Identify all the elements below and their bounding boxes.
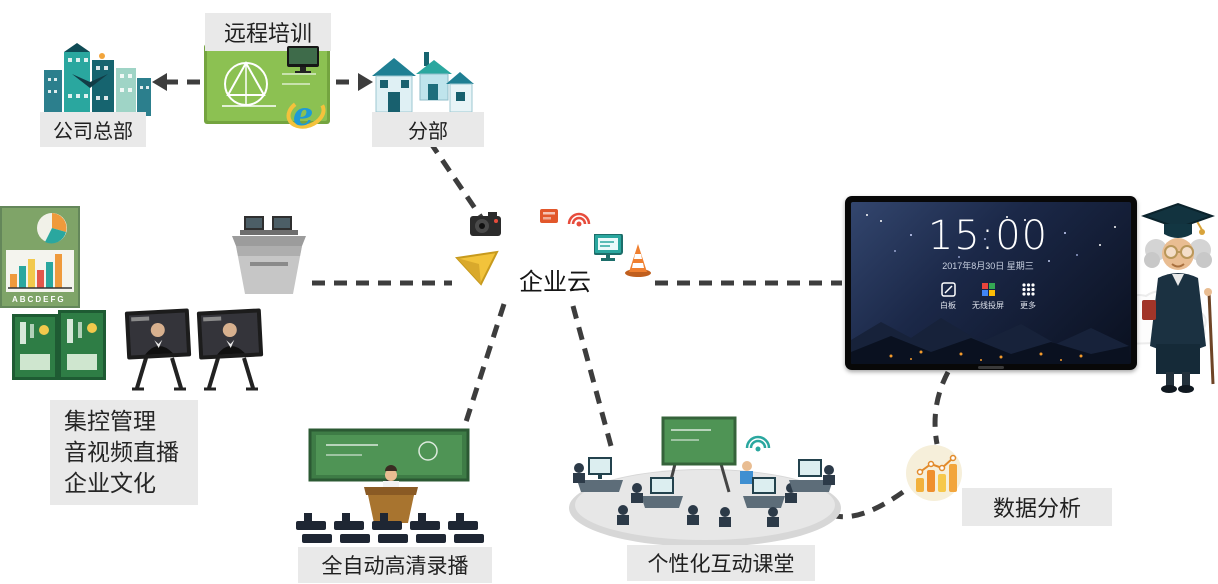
display-clock: 15:00 <box>927 213 1049 259</box>
more-apps-icon <box>1021 283 1035 296</box>
graduate-professor-icon <box>1136 194 1218 396</box>
internet-explorer-icon: e <box>285 92 327 134</box>
shortcut-label: 白板 <box>940 301 956 310</box>
shortcut-label: 更多 <box>1020 301 1036 310</box>
display-clock-cluster: 15:00 2017年8月30日 星期三 白板 <box>903 216 1073 311</box>
screenshare-icon <box>981 283 995 296</box>
remote-training-label: 远程培训 <box>205 13 331 51</box>
poster-caption: ABCDEFG <box>12 295 66 304</box>
pen-icon <box>940 282 956 297</box>
branch-label: 分部 <box>372 112 484 147</box>
ie-letter: e <box>293 95 313 133</box>
headquarters-label: 公司总部 <box>40 112 146 147</box>
interactive-classroom-label: 个性化互动课堂 <box>627 545 815 581</box>
display-shortcuts: 白板 无线投屏 <box>903 282 1073 311</box>
kiosk-display-icon <box>194 306 266 394</box>
monitor-icon <box>594 234 624 262</box>
cloud-label: 企业云 <box>519 268 591 296</box>
interactive-flat-panel: 15:00 2017年8月30日 星期三 白板 <box>845 196 1137 370</box>
shortcut-more[interactable]: 更多 <box>1020 282 1036 311</box>
display-date: 2017年8月30日 星期三 <box>942 261 1034 271</box>
arrowhead-right <box>358 73 373 91</box>
interactive-classroom-icon <box>565 412 845 547</box>
recording-label: 全自动高清录播 <box>298 547 492 583</box>
funnel-icon <box>455 250 501 288</box>
poster-right-icon <box>58 310 106 380</box>
mountains-decoration <box>851 318 1129 364</box>
arrowhead-left <box>152 73 167 91</box>
data-analysis-label: 数据分析 <box>962 488 1112 526</box>
kiosk-display-icon <box>122 306 194 394</box>
data-analysis-chart-icon <box>904 442 964 504</box>
display-brand-mark <box>978 366 1004 369</box>
service-line-control: 集控管理 <box>64 408 156 434</box>
wifi-signal-icon <box>566 208 592 228</box>
copier-machine-icon <box>230 214 310 296</box>
traffic-cone-icon <box>624 244 652 278</box>
services-text-block: 集控管理 音视频直播 企业文化 <box>50 400 198 505</box>
camera-icon <box>470 212 502 238</box>
tv-screen-icon <box>286 46 320 74</box>
shortcut-screenshare[interactable]: 无线投屏 <box>972 282 1004 311</box>
stars-decoration <box>866 214 868 216</box>
branch-houses-icon <box>368 50 476 114</box>
recording-classroom-icon <box>288 425 493 547</box>
service-line-culture: 企业文化 <box>64 470 156 496</box>
service-line-av-live: 音视频直播 <box>64 439 179 465</box>
poster-left-icon <box>12 314 58 380</box>
shortcut-whiteboard[interactable]: 白板 <box>940 282 956 311</box>
headquarters-buildings-icon <box>42 40 154 116</box>
shortcut-label: 无线投屏 <box>972 301 1004 310</box>
chart-poster-icon: ABCDEFG <box>0 206 80 308</box>
display-screen: 15:00 2017年8月30日 星期三 白板 <box>851 202 1131 364</box>
speaker-icon <box>540 206 560 224</box>
